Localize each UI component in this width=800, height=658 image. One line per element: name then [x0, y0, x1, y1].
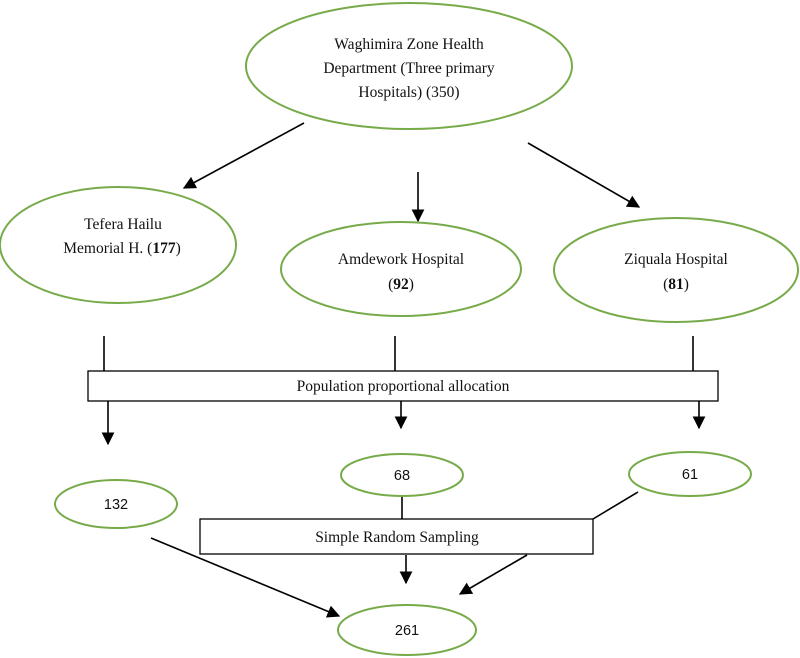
ziquala-name: Ziquala Hospital — [624, 251, 728, 268]
allocation-label: Population proportional allocation — [297, 378, 510, 395]
sample-node-61: 61 — [628, 451, 752, 497]
allocation-box: Population proportional allocation — [87, 370, 719, 402]
root-node: Waghimira Zone Health Department (Three … — [245, 2, 573, 130]
arrow-132-to-total — [150, 537, 341, 618]
hospital-node-tefera: Tefera Hailu Memorial H. (177) — [0, 186, 237, 304]
tefera-name-line-1: Tefera Hailu — [84, 216, 162, 233]
hospital-node-amdework: Amdework Hospital (92) — [280, 221, 522, 317]
total-261: 261 — [395, 623, 419, 639]
ziquala-count-line: (81) — [663, 276, 689, 293]
sample-132: 132 — [104, 497, 128, 513]
amdework-count-line: (92) — [388, 276, 414, 293]
tefera-name-line-2: Memorial H. (177) — [63, 240, 181, 257]
arrow-61-side-to-total — [458, 554, 528, 595]
tefera-prefix: Memorial H. ( — [63, 240, 152, 257]
root-line-2: Department (Three primary — [323, 60, 495, 77]
arrow-root-to-tefera — [182, 122, 305, 189]
tefera-suffix: ) — [176, 240, 181, 257]
arrow-root-to-ziquala — [527, 142, 641, 208]
amdework-name: Amdework Hospital — [338, 251, 464, 268]
line-61-to-sampling — [592, 491, 639, 520]
root-line-3: Hospitals) (350) — [358, 84, 459, 101]
sample-61: 61 — [682, 467, 698, 483]
hospital-node-ziquala: Ziquala Hospital (81) — [553, 217, 799, 323]
sample-68: 68 — [394, 468, 410, 484]
amdework-count: 92 — [393, 276, 409, 293]
root-line-1: Waghimira Zone Health — [334, 36, 484, 53]
connectors — [101, 122, 706, 618]
tefera-count: 177 — [152, 240, 176, 257]
sampling-box: Simple Random Sampling — [199, 518, 594, 555]
sampling-label: Simple Random Sampling — [315, 529, 479, 546]
total-node: 261 — [337, 604, 477, 656]
ziquala-count: 81 — [668, 276, 684, 293]
sample-node-132: 132 — [54, 479, 178, 529]
sample-node-68: 68 — [340, 453, 464, 497]
